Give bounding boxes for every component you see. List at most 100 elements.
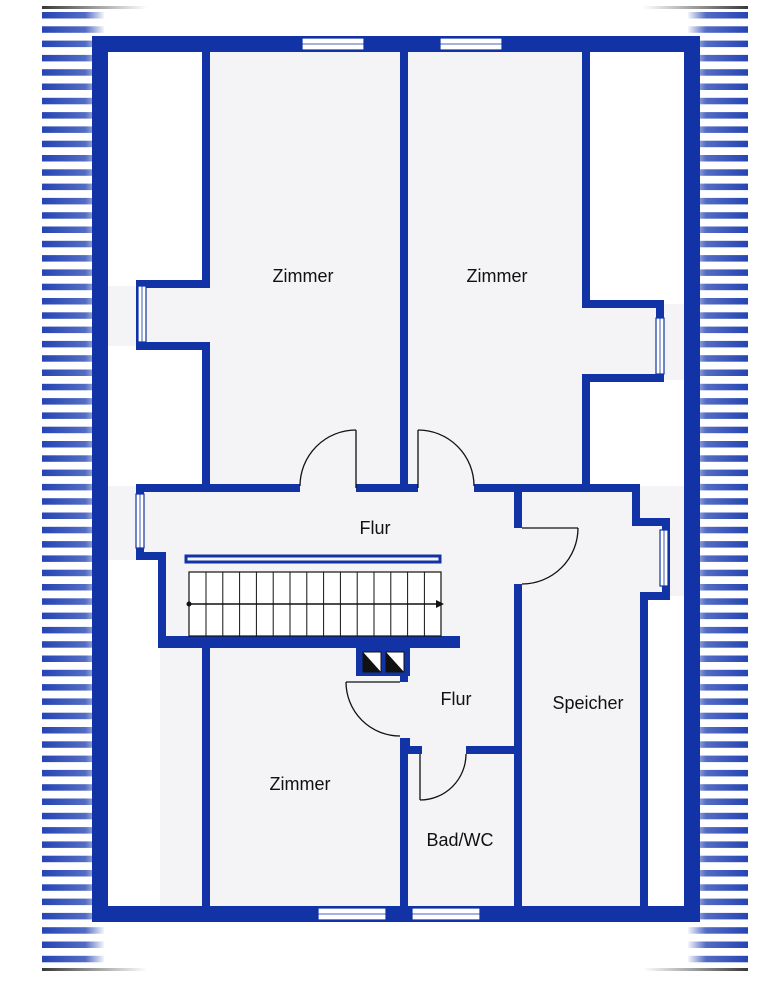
- roof-stripe: [688, 827, 748, 834]
- roof-stripe: [688, 269, 748, 276]
- roof-edge-top-left: [42, 6, 147, 9]
- roof-stripe: [688, 955, 748, 963]
- roof-stripe: [42, 326, 104, 334]
- roof-stripe: [688, 483, 748, 491]
- roof-stripe: [688, 498, 748, 505]
- roof-stripe: [688, 698, 748, 705]
- roof-stripe: [42, 12, 104, 19]
- roof-edge-bottom-left: [42, 968, 147, 971]
- roof-stripe: [42, 755, 104, 763]
- roof-stripe: [42, 712, 104, 720]
- roof-stripe: [688, 283, 748, 291]
- roof-stripe: [688, 340, 748, 348]
- roof-stripe: [42, 812, 104, 820]
- roof-stripe: [42, 183, 104, 191]
- roof-stripe: [688, 112, 748, 119]
- roof-stripe: [42, 383, 104, 391]
- roof-stripe: [688, 26, 748, 33]
- roof-stripe: [42, 698, 104, 705]
- roof-stripe: [42, 526, 104, 534]
- roof-stripe: [42, 298, 104, 305]
- door-swing-icon: [299, 429, 579, 801]
- roof-stripe: [42, 54, 104, 62]
- roof-stripes-right: [688, 12, 748, 963]
- roof-stripe: [688, 412, 748, 419]
- roof-edge-bottom-right: [643, 968, 748, 971]
- roof-stripe: [42, 212, 104, 219]
- roof-stripe: [688, 255, 748, 262]
- chimney-icon: [356, 648, 410, 676]
- wall-left: [92, 36, 108, 922]
- roof-stripe: [688, 69, 748, 76]
- roof-stripe: [688, 183, 748, 191]
- roof-stripe: [42, 855, 104, 863]
- roof-stripe: [688, 555, 748, 562]
- room-label-speicher: Speicher: [552, 693, 623, 713]
- roof-stripe: [42, 684, 104, 691]
- roof-stripe: [688, 855, 748, 863]
- roof-stripe: [42, 612, 104, 620]
- roof-stripe: [688, 355, 748, 362]
- roof-stripe: [688, 512, 748, 519]
- roof-stripe: [688, 841, 748, 848]
- roof-stripe: [42, 541, 104, 548]
- roof-stripe: [688, 612, 748, 620]
- roof-stripe: [688, 455, 748, 462]
- roof-stripes-left: [42, 12, 104, 963]
- roof-stripe: [688, 927, 748, 934]
- roof-stripe: [42, 312, 104, 319]
- roof-stripe: [42, 26, 104, 33]
- roof-stripe: [688, 398, 748, 405]
- roof-stripe: [42, 741, 104, 748]
- roof-stripe: [688, 755, 748, 763]
- roof-stripe: [688, 769, 748, 777]
- roof-stripe: [42, 255, 104, 262]
- roof-stripe: [688, 712, 748, 720]
- room-label-flur-upper: Flur: [360, 518, 391, 538]
- roof-stripe: [42, 355, 104, 362]
- roof-stripe: [42, 512, 104, 519]
- roof-stripe: [42, 827, 104, 834]
- roof-stripe: [688, 212, 748, 219]
- room-label-zimmer-top-left: Zimmer: [273, 266, 334, 286]
- roof-stripe: [42, 584, 104, 591]
- stairs-icon: [184, 554, 444, 637]
- room-label-zimmer-bottom: Zimmer: [270, 774, 331, 794]
- roof-stripe: [688, 298, 748, 305]
- roof-stripe: [688, 641, 748, 648]
- roof-stripe: [42, 412, 104, 419]
- roof-stripe: [688, 83, 748, 90]
- roof-stripe: [42, 426, 104, 434]
- roof-stripe: [42, 140, 104, 148]
- roof-stripe: [42, 955, 104, 963]
- roof-stripe: [688, 741, 748, 748]
- roof-stripe: [42, 112, 104, 119]
- roof-stripe: [688, 884, 748, 891]
- roof-stripe: [688, 54, 748, 62]
- roof-stripe: [688, 369, 748, 376]
- roof-stripe: [688, 40, 748, 48]
- roof-stripe: [688, 383, 748, 391]
- roof-stripe: [42, 555, 104, 562]
- roof-stripe: [688, 812, 748, 820]
- roof-stripe: [42, 498, 104, 505]
- roof-stripe: [42, 727, 104, 734]
- roof-stripe: [688, 169, 748, 176]
- wall-top: [92, 36, 700, 52]
- roof-stripe: [42, 398, 104, 405]
- roof-stripe: [42, 97, 104, 105]
- roof-stripe: [42, 912, 104, 920]
- roof-stripe: [688, 526, 748, 534]
- roof-stripe: [42, 569, 104, 577]
- roof-stripe: [688, 870, 748, 877]
- roof-stripe: [688, 426, 748, 434]
- roof-stripe: [42, 626, 104, 634]
- roof-stripe: [42, 784, 104, 791]
- roof-stripe: [688, 226, 748, 233]
- roof-stripe: [688, 469, 748, 477]
- roof-stripe: [42, 40, 104, 48]
- roof-stripe: [688, 312, 748, 319]
- roof-stripe: [42, 240, 104, 248]
- roof-stripe: [42, 469, 104, 477]
